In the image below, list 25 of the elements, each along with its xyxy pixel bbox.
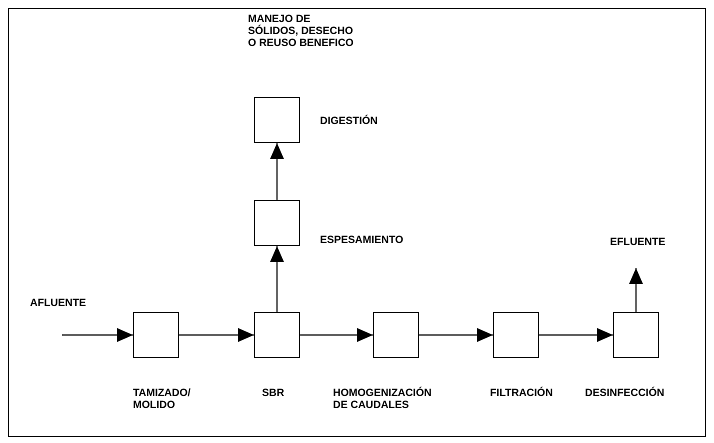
process-box (254, 97, 300, 143)
arrow (62, 328, 133, 342)
process-box (373, 312, 419, 358)
process-box (254, 312, 300, 358)
arrow (419, 328, 493, 342)
step-label: TAMIZADO/ MOLIDO (133, 387, 192, 411)
step-label: FILTRACIÓN (490, 387, 554, 399)
step-label: ESPESAMIENTO (320, 234, 404, 246)
step-label: SBR (262, 387, 286, 399)
process-box (133, 312, 179, 358)
process-box (493, 312, 539, 358)
arrow (629, 268, 643, 312)
process-box (254, 200, 300, 246)
arrow (539, 328, 613, 342)
edge-label: EFLUENTE (610, 236, 666, 248)
step-label: DIGESTIÓN (320, 115, 379, 127)
note-label: MANEJO DE SÓLIDOS, DESECHO O REUSO BENEFICO (248, 13, 354, 49)
edge-label: AFLUENTE (30, 297, 86, 309)
arrow (179, 328, 254, 342)
arrow (270, 246, 284, 312)
step-label: DESINFECCIÓN (585, 387, 666, 399)
arrow (300, 328, 373, 342)
step-label: HOMOGENIZACIÓN DE CAUDALES (333, 387, 433, 411)
process-box (613, 312, 659, 358)
arrow (270, 143, 284, 200)
